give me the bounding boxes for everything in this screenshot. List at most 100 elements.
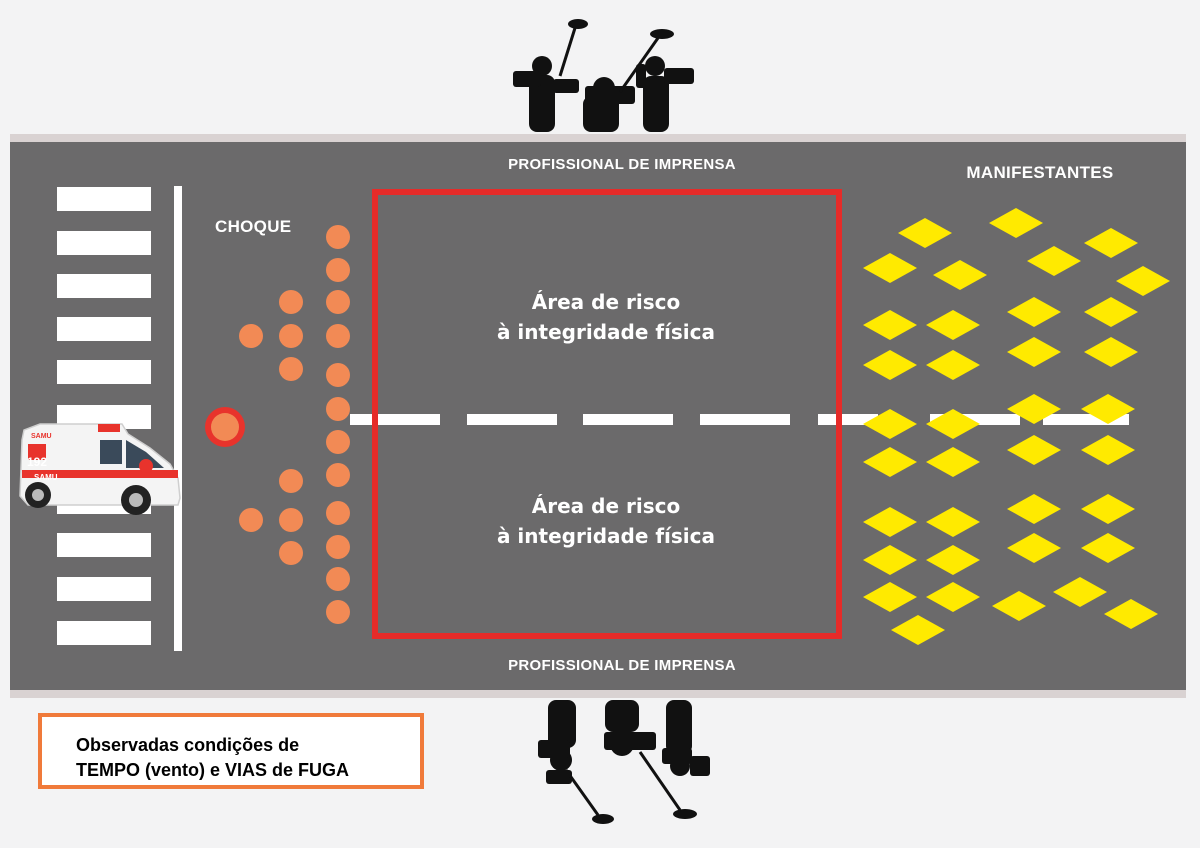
- yellow-diamond-icon: [926, 447, 980, 477]
- police-label: CHOQUE: [215, 217, 292, 236]
- orange-circle-icon: [326, 463, 350, 487]
- camera-operator-silhouette-icon: [636, 56, 694, 132]
- yellow-diamond-icon: [1084, 228, 1138, 258]
- risk-area-label-bottom-line2: à integridade física: [496, 524, 716, 548]
- sidewalk-bottom: [10, 690, 1186, 698]
- camera-operator-silhouette-icon: [513, 19, 588, 132]
- sidewalk-top: [10, 134, 1186, 142]
- crosswalk-stripe: [57, 187, 151, 211]
- note-line-1: Observadas condições de: [76, 735, 300, 755]
- ambulance-name-small: SAMU: [31, 433, 52, 440]
- crosswalk-stripe: [57, 317, 151, 341]
- crosswalk-stripe: [57, 231, 151, 255]
- orange-circle-icon: [239, 324, 263, 348]
- stop-line: [174, 186, 182, 651]
- yellow-diamond-icon: [863, 350, 917, 380]
- camera-operator-silhouette-icon: [604, 700, 697, 819]
- yellow-diamond-icon: [863, 507, 917, 537]
- risk-area-label-bottom: Área de risco à integridade física: [497, 491, 715, 551]
- orange-circle-icon: [326, 397, 350, 421]
- orange-circle-icon: [326, 258, 350, 282]
- yellow-diamond-icon: [1081, 494, 1135, 524]
- yellow-diamond-icon: [992, 591, 1046, 621]
- yellow-diamond-icon: [926, 310, 980, 340]
- orange-circle-icon: [326, 363, 350, 387]
- press-label-bottom: PROFISSIONAL DE IMPRENSA: [508, 657, 736, 674]
- yellow-diamond-icon: [1007, 394, 1061, 424]
- yellow-diamond-icon: [1081, 394, 1135, 424]
- yellow-diamond-icon: [1053, 577, 1107, 607]
- yellow-diamond-icon: [863, 409, 917, 439]
- ambulance-icon: SAMU 192 SAMU: [19, 423, 181, 515]
- crosswalk-stripe: [57, 360, 151, 384]
- orange-circle-icon: [326, 501, 350, 525]
- lane-dash: [583, 414, 673, 425]
- lane-dash: [467, 414, 557, 425]
- camera-operator-silhouette-icon: [538, 700, 614, 824]
- yellow-diamond-icon: [926, 350, 980, 380]
- yellow-diamond-icon: [863, 253, 917, 283]
- police-formation: [239, 225, 350, 624]
- note-line-2: TEMPO (vento) e VIAS de FUGA: [76, 760, 350, 780]
- crosswalk-stripe: [57, 621, 151, 645]
- risk-area-label-top-line1: Área de risco: [531, 290, 681, 314]
- yellow-diamond-icon: [933, 260, 987, 290]
- yellow-diamond-icon: [1007, 337, 1061, 367]
- yellow-diamond-icon: [1081, 435, 1135, 465]
- press-group-top: [513, 19, 694, 132]
- crosswalk-stripe: [57, 274, 151, 298]
- note-box: Observadas condições de TEMPO (vento) e …: [38, 713, 424, 789]
- risk-area-label-bottom-line1: Área de risco: [531, 494, 681, 518]
- camera-operator-silhouette-icon: [583, 29, 674, 132]
- orange-circle-icon: [239, 508, 263, 532]
- risk-area-frame: [372, 189, 842, 639]
- risk-area-label-top: Área de risco à integridade física: [497, 287, 715, 347]
- orange-circle-icon: [326, 430, 350, 454]
- ambulance-number: 192: [27, 455, 47, 469]
- orange-circle-icon: [279, 324, 303, 348]
- lane-divider: [350, 414, 1129, 425]
- yellow-diamond-icon: [1081, 533, 1135, 563]
- press-label-top: PROFISSIONAL DE IMPRENSA: [508, 156, 736, 173]
- crosswalk-stripe: [57, 577, 151, 601]
- ambulance-name: SAMU: [34, 473, 58, 482]
- orange-circle-icon: [326, 600, 350, 624]
- orange-circle-icon: [279, 357, 303, 381]
- orange-circle-icon: [326, 535, 350, 559]
- risk-area-label-top-line2: à integridade física: [496, 320, 716, 344]
- lane-dash: [1043, 414, 1129, 425]
- lane-dash: [700, 414, 790, 425]
- orange-circle-icon: [326, 567, 350, 591]
- crosswalk-stripe: [57, 533, 151, 557]
- yellow-diamond-icon: [1084, 337, 1138, 367]
- lane-dash: [818, 414, 878, 425]
- orange-circle-icon: [326, 324, 350, 348]
- lane-dash: [350, 414, 440, 425]
- yellow-diamond-icon: [1104, 599, 1158, 629]
- yellow-diamond-icon: [926, 545, 980, 575]
- press-group-bottom: [538, 700, 710, 824]
- orange-circle-icon: [279, 508, 303, 532]
- yellow-diamond-icon: [989, 208, 1043, 238]
- yellow-diamond-icon: [1116, 266, 1170, 296]
- red-ringed-circle-icon: [205, 407, 245, 447]
- yellow-diamond-icon: [898, 218, 952, 248]
- protesters-label: MANIFESTANTES: [966, 163, 1114, 182]
- yellow-diamond-icon: [863, 310, 917, 340]
- yellow-diamond-icon: [1007, 533, 1061, 563]
- yellow-diamond-icon: [1007, 297, 1061, 327]
- yellow-diamond-icon: [926, 409, 980, 439]
- yellow-diamond-icon: [926, 582, 980, 612]
- protester-crowd: [863, 208, 1170, 645]
- note-text: Observadas condições de TEMPO (vento) e …: [76, 733, 349, 783]
- orange-circle-icon: [326, 290, 350, 314]
- camera-operator-silhouette-icon: [662, 700, 710, 776]
- yellow-diamond-icon: [863, 447, 917, 477]
- yellow-diamond-icon: [1084, 297, 1138, 327]
- orange-circle-icon: [279, 469, 303, 493]
- yellow-diamond-icon: [863, 545, 917, 575]
- yellow-diamond-icon: [1007, 494, 1061, 524]
- yellow-diamond-icon: [863, 582, 917, 612]
- orange-circle-icon: [326, 225, 350, 249]
